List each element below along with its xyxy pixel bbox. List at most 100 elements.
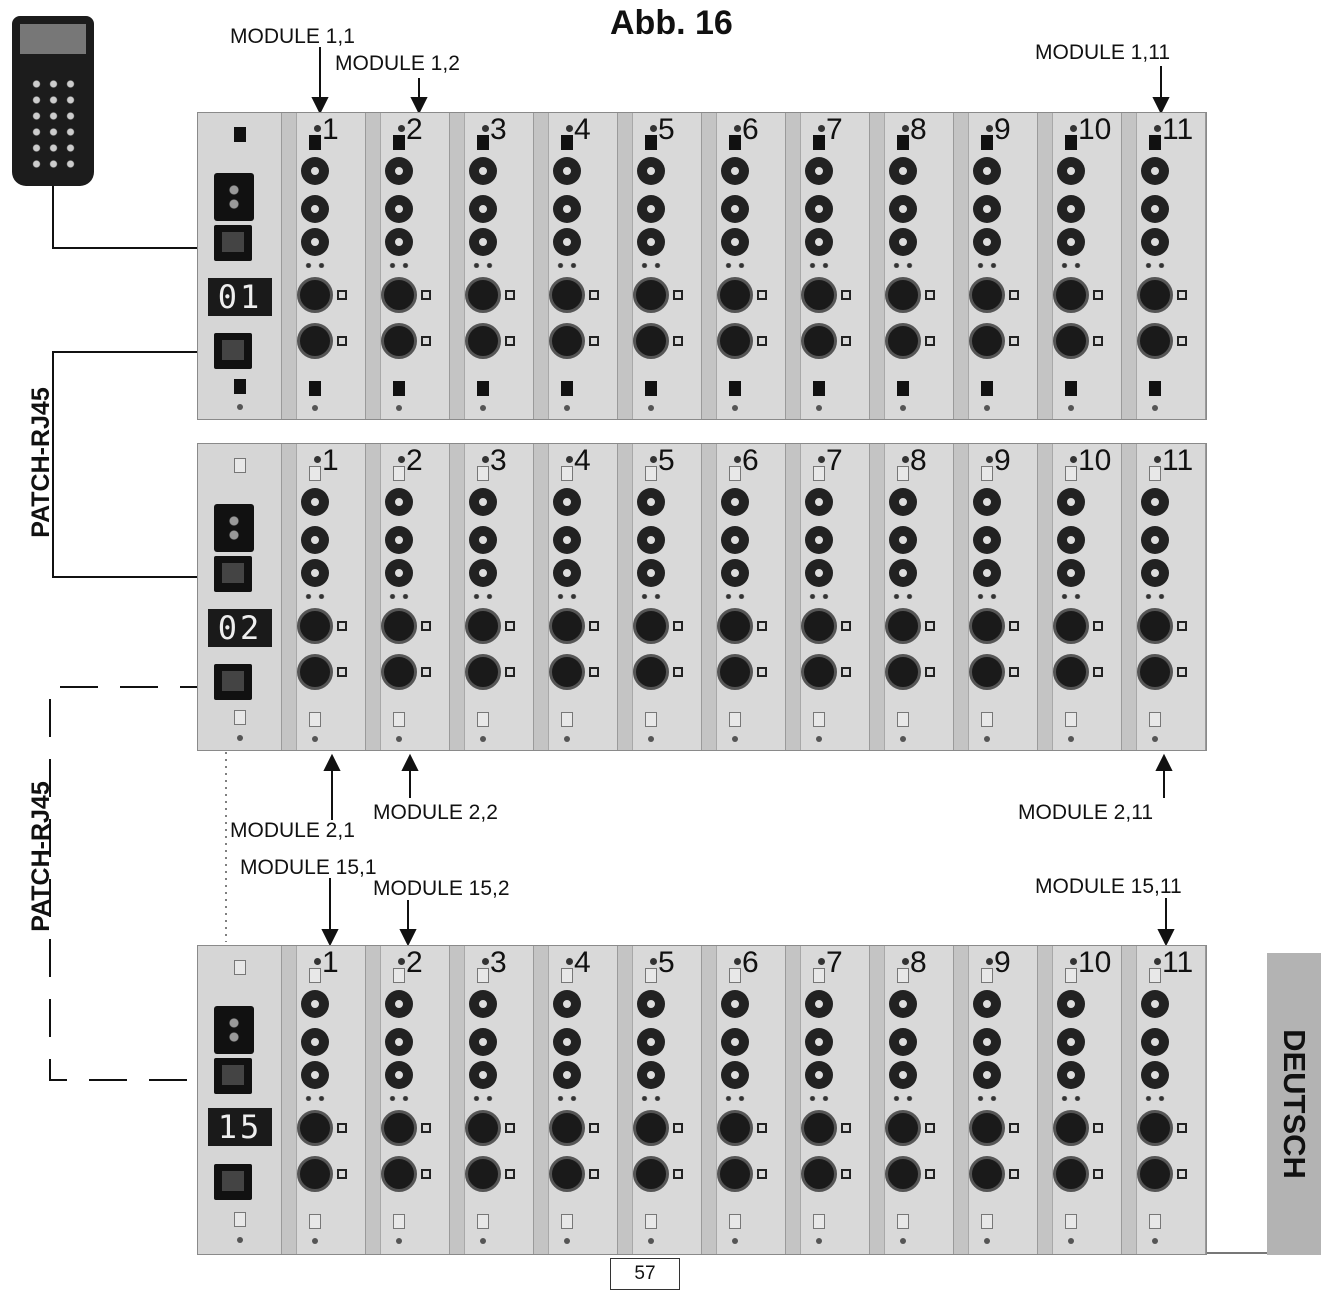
status-led (482, 125, 489, 132)
rca-input-v (1141, 1061, 1169, 1089)
rf-out-connector (465, 1156, 501, 1192)
rca-input-r (553, 488, 581, 516)
rj45-in-port (214, 556, 252, 592)
rf-out-connector (1053, 1156, 1089, 1192)
rca-input-v (721, 228, 749, 256)
rca-input-r (805, 990, 833, 1018)
rca-input-v (637, 228, 665, 256)
rf-in-icon (673, 1123, 683, 1133)
rf-out-connector (717, 1156, 753, 1192)
rca-input-v (301, 559, 329, 587)
rf-out-icon (337, 667, 347, 677)
screw (648, 405, 654, 411)
rca-input-r (637, 990, 665, 1018)
status-led (734, 125, 741, 132)
rf-in-connector (801, 1110, 837, 1146)
rf-in-connector (549, 277, 585, 313)
rf-out-connector (1053, 654, 1089, 690)
module-number: 10 (1078, 113, 1112, 146)
module-bottom-marker (393, 1214, 405, 1229)
rca-input-v (553, 1061, 581, 1089)
module-label-strip (870, 444, 885, 750)
screw (900, 736, 906, 742)
module-bottom-marker (309, 381, 321, 396)
rf-in-connector (969, 1110, 1005, 1146)
module-number: 5 (658, 444, 675, 477)
rf-out-icon (1009, 1169, 1019, 1179)
rca-input-r (385, 990, 413, 1018)
module-marker (897, 466, 909, 481)
rca-input-l (973, 195, 1001, 223)
module-number: 2 (406, 113, 423, 146)
module-slot: 9 (954, 946, 1038, 1254)
module-bottom-marker (1149, 712, 1161, 727)
rca-input-l (805, 1028, 833, 1056)
status-led (1154, 456, 1161, 463)
screw (984, 1238, 990, 1244)
power-socket-icon (214, 1006, 254, 1054)
module-slot: 11 (1122, 113, 1206, 419)
module-slot: 5 (618, 444, 702, 750)
rf-in-connector (381, 277, 417, 313)
module-marker (645, 135, 657, 150)
module-bottom-marker (1149, 1214, 1161, 1229)
module-number: 1 (322, 113, 339, 146)
patch-cable-2 (49, 686, 218, 1081)
screw (1152, 1238, 1158, 1244)
on-alarm-leds (974, 1096, 1000, 1101)
rf-in-connector (381, 1110, 417, 1146)
module-slot: 7 (786, 113, 870, 419)
rf-out-icon (841, 336, 851, 346)
rca-input-l (469, 195, 497, 223)
module-label-strip (366, 444, 381, 750)
rf-out-icon (1009, 667, 1019, 677)
rf-in-icon (1009, 1123, 1019, 1133)
module-slot: 7 (786, 444, 870, 750)
module-label-strip (450, 444, 465, 750)
module-slot: 4 (534, 946, 618, 1254)
rca-input-v (973, 1061, 1001, 1089)
rf-out-connector (717, 323, 753, 359)
rack-top-marker (234, 960, 246, 975)
screw (816, 405, 822, 411)
rca-input-r (301, 488, 329, 516)
module-slot: 10 (1038, 946, 1122, 1254)
module-marker (309, 466, 321, 481)
status-led (818, 125, 825, 132)
on-alarm-leds (470, 1096, 496, 1101)
module-slot: 3 (450, 444, 534, 750)
rca-input-v (385, 228, 413, 256)
screw (237, 404, 243, 410)
module-label-2-2: MODULE 2,2 (373, 801, 498, 824)
screw (480, 405, 486, 411)
module-label-strip (366, 113, 381, 419)
module-bottom-marker (897, 712, 909, 727)
screw (816, 1238, 822, 1244)
module-slot: 11 (1122, 444, 1206, 750)
rf-in-connector (1053, 277, 1089, 313)
module-marker (561, 135, 573, 150)
rf-out-icon (505, 1169, 515, 1179)
rca-input-v (553, 228, 581, 256)
rf-out-icon (925, 667, 935, 677)
module-marker (813, 466, 825, 481)
rca-input-r (973, 488, 1001, 516)
module-slot: 4 (534, 113, 618, 419)
rf-in-icon (421, 290, 431, 300)
status-led (650, 456, 657, 463)
status-led (566, 958, 573, 965)
rf-out-connector (381, 1156, 417, 1192)
module-bottom-marker (981, 712, 993, 727)
module-bottom-marker (813, 381, 825, 396)
rca-input-r (889, 157, 917, 185)
patch-cable-1 (52, 351, 218, 578)
module-label-strip (702, 113, 717, 419)
rf-out-connector (297, 654, 333, 690)
module-slot: 6 (702, 444, 786, 750)
rf-in-connector (633, 277, 669, 313)
rf-in-icon (925, 1123, 935, 1133)
screw (312, 1238, 318, 1244)
rca-input-l (637, 526, 665, 554)
status-led (986, 125, 993, 132)
